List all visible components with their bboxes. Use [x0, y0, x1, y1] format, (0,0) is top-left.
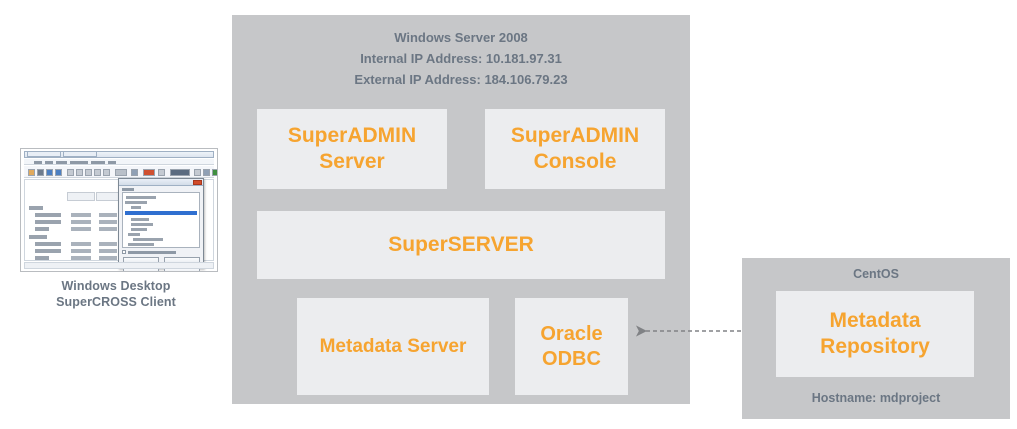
superadmin-server-label-1: SuperADMIN	[287, 124, 417, 148]
superserver-label: SuperSERVER	[388, 233, 534, 257]
node-superadmin-console[interactable]: SuperADMIN Console	[485, 109, 665, 189]
dialog-tree-list	[122, 192, 200, 248]
client-caption-line1: Windows Desktop	[61, 279, 171, 293]
superadmin-console-label-2: Console	[533, 150, 617, 173]
app-tab-2	[63, 151, 97, 157]
metadata-repository-label-1: Metadata	[829, 309, 921, 333]
server-internal-ip: Internal IP Address: 10.181.97.31	[360, 51, 562, 66]
superadmin-server-label-2: Server	[319, 150, 385, 173]
client-caption: Windows Desktop SuperCROSS Client	[0, 278, 232, 310]
node-metadata-server[interactable]: Metadata Server	[297, 298, 489, 395]
server-title: Windows Server 2008	[394, 30, 528, 45]
supercross-client-screenshot	[20, 148, 218, 272]
node-superserver[interactable]: SuperSERVER	[257, 211, 665, 279]
windows-server-panel: Windows Server 2008 Internal IP Address:…	[232, 15, 690, 404]
centos-title: CentOS	[853, 267, 899, 281]
app-tab-1	[27, 151, 61, 157]
server-external-ip: External IP Address: 184.106.79.23	[354, 72, 568, 87]
oracle-odbc-label-1: Oracle	[540, 323, 603, 346]
close-icon	[193, 180, 202, 185]
dialog-checkbox-label	[128, 251, 176, 254]
client-modal-dialog	[118, 178, 204, 271]
metadata-repository-label-2: Repository	[820, 335, 930, 358]
server-header: Windows Server 2008 Internal IP Address:…	[232, 27, 690, 90]
app-title-bar	[24, 151, 214, 158]
dialog-title-bar	[119, 179, 203, 186]
oracle-odbc-label-2: ODBC	[542, 347, 601, 370]
client-caption-line2: SuperCROSS Client	[56, 295, 176, 309]
app-menu-bar	[24, 159, 214, 165]
app-toolbar	[24, 166, 217, 178]
centos-hostname: Hostname: mdproject	[811, 391, 941, 405]
node-superadmin-server[interactable]: SuperADMIN Server	[257, 109, 447, 189]
node-oracle-odbc[interactable]: Oracle ODBC	[515, 298, 628, 395]
superadmin-console-label-1: SuperADMIN	[510, 124, 640, 148]
metadata-server-label: Metadata Server	[319, 335, 467, 357]
client-column: Windows Desktop SuperCROSS Client	[0, 140, 232, 320]
dialog-checkbox	[122, 250, 126, 254]
node-metadata-repository[interactable]: Metadata Repository	[776, 291, 974, 377]
app-status-bar	[24, 262, 214, 269]
centos-panel: CentOS Metadata Repository Hostname: mdp…	[742, 258, 1010, 419]
